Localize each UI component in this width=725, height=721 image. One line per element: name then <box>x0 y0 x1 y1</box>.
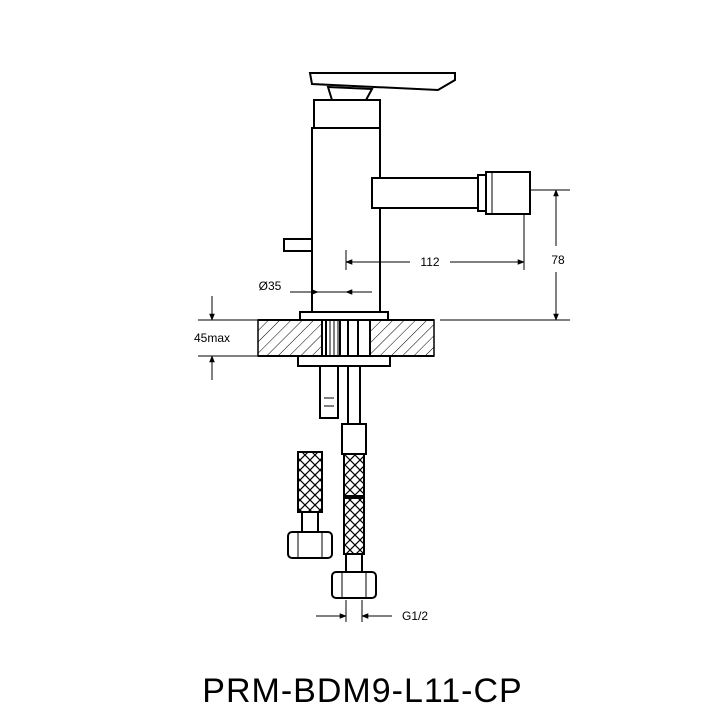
spout <box>371 171 531 215</box>
hose-thread-label: G1/2 <box>402 609 428 623</box>
flexible-hose-left <box>287 451 333 559</box>
lever-handle <box>308 72 456 129</box>
pop-up-rod <box>283 238 313 252</box>
body-diameter-label: Ø35 <box>259 279 282 293</box>
dimension-body-diameter: Ø35 <box>259 279 372 295</box>
dimension-spout-length: 112 <box>345 214 525 270</box>
supply-pipe <box>347 365 361 425</box>
mixer-body <box>311 127 381 313</box>
dimension-hose-thread: G1/2 <box>316 600 428 623</box>
countertop-section <box>257 319 435 357</box>
base-flange <box>299 311 389 321</box>
model-code-title: PRM-BDM9-L11-CP <box>202 672 523 710</box>
deck-thickness-label: 45max <box>194 331 230 345</box>
spout-height-label: 78 <box>551 253 565 267</box>
pop-up-tube <box>319 365 339 419</box>
flexible-hose-right <box>331 423 377 599</box>
dimension-deck-thickness: 45max <box>194 296 258 380</box>
spout-length-label: 112 <box>420 255 439 269</box>
threaded-shank <box>325 319 359 357</box>
bidet-mixer-technical-drawing: 112 78 Ø35 45max G1/2 <box>194 72 570 623</box>
dimension-spout-height: 78 <box>440 189 570 321</box>
fixing-nut <box>297 355 391 367</box>
